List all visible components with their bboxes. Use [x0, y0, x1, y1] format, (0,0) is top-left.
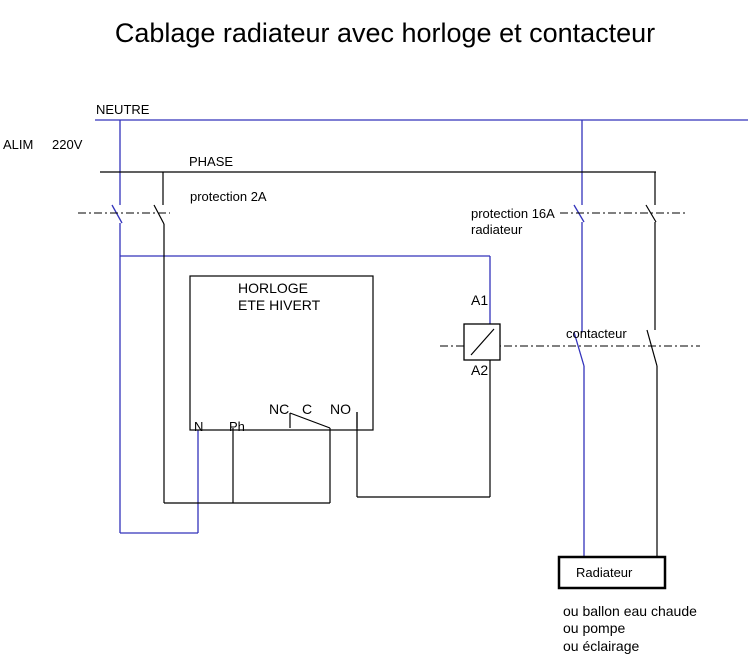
phase-label: PHASE — [189, 154, 233, 169]
phase-wiring — [100, 171, 658, 557]
contactor-neutral-blade — [573, 331, 585, 367]
voltage-label: 220V — [52, 137, 83, 152]
protection-2a-label: protection 2A — [190, 189, 267, 204]
diagram-title: Cablage radiateur avec horloge et contac… — [115, 18, 655, 48]
horloge-label-line1: HORLOGE — [238, 280, 308, 296]
protection-16a-sub-label: radiateur — [471, 222, 523, 237]
terminal-nc-label: NC — [269, 401, 289, 417]
terminal-no-label: NO — [330, 401, 351, 417]
neutre-label: NEUTRE — [96, 102, 150, 117]
alt-load-2: ou pompe — [563, 620, 625, 636]
radiator-load: Radiateur ou ballon eau chaude ou pompe … — [557, 555, 697, 654]
contacteur-label: contacteur — [566, 326, 627, 341]
terminal-ph-label: Ph — [229, 419, 245, 434]
coil-a1-label: A1 — [471, 292, 488, 308]
neutral-wiring — [95, 119, 748, 557]
horloge-switch-blade — [289, 412, 331, 429]
protection-16a-label: protection 16A — [471, 206, 555, 221]
horloge-box — [189, 275, 374, 431]
terminal-n-label: N — [194, 419, 203, 434]
breaker-2a-neutral-blade — [111, 204, 123, 224]
horloge-timer: HORLOGE ETE HIVERT NC C NO N Ph — [189, 275, 374, 434]
alt-load-1: ou ballon eau chaude — [563, 603, 697, 619]
alt-load-3: ou éclairage — [563, 638, 639, 654]
coil-a2-label: A2 — [471, 362, 488, 378]
radiator-box — [557, 555, 667, 590]
breaker-2a-phase-blade — [153, 204, 165, 225]
alim-label: ALIM — [3, 137, 33, 152]
contactor-phase-blade — [646, 329, 658, 367]
radiator-label: Radiateur — [576, 565, 633, 580]
terminal-c-label: C — [302, 401, 312, 417]
contactor-coil: A1 A2 — [463, 292, 501, 378]
coil-diagonal — [470, 328, 495, 356]
horloge-label-line2: ETE HIVERT — [238, 297, 321, 313]
